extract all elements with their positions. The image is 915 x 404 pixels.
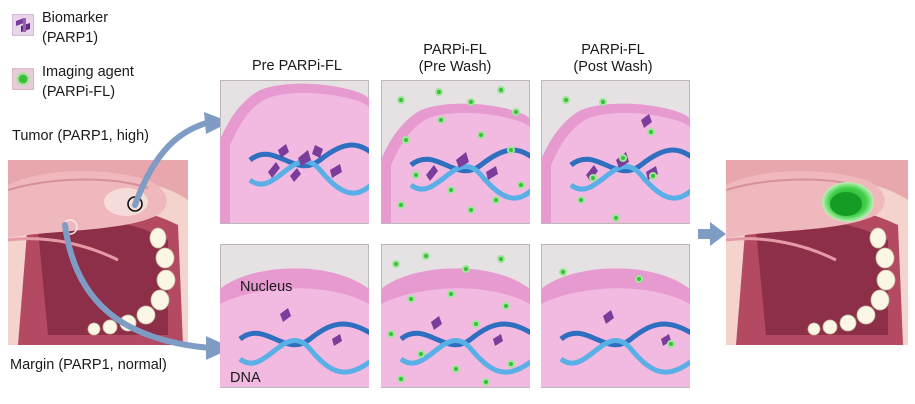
legend-imaging-sublabel: (PARPi-FL) — [42, 84, 116, 100]
panel-tumor-prewash — [381, 80, 530, 224]
column-header-pre: Pre PARPi-FL — [218, 58, 376, 75]
legend: Biomarker (PARP1) Imaging agent (PARPi-F… — [8, 6, 188, 100]
imaging-agent-icon — [12, 68, 34, 90]
panel-margin-pre: Nucleus DNA — [220, 244, 369, 388]
biomarker-icon — [12, 14, 34, 36]
right-arrow-icon — [698, 222, 726, 246]
panel-margin-prewash — [381, 244, 530, 388]
tumor-label: Tumor (PARP1, high) — [12, 128, 149, 144]
column-header-pre-line1: Pre PARPi-FL — [252, 58, 342, 74]
margin-label: Margin (PARP1, normal) — [10, 357, 167, 373]
mouth-illustration-before — [8, 160, 188, 345]
legend-imaging-label: Imaging agent — [42, 64, 134, 80]
column-header-postwash-line1: PARPi-FL — [581, 42, 645, 58]
panel-tumor-pre — [220, 80, 369, 224]
column-header-prewash-line1: PARPi-FL — [423, 42, 487, 58]
column-header-prewash-line2: (Pre Wash) — [418, 59, 492, 75]
nucleus-label: Nucleus — [240, 279, 293, 295]
mouth-illustration-after — [726, 160, 908, 345]
dna-label: DNA — [230, 370, 261, 386]
legend-biomarker-sublabel: (PARP1) — [42, 30, 99, 46]
legend-biomarker-label: Biomarker — [42, 10, 109, 26]
curved-arrows — [60, 100, 260, 370]
column-header-postwash-line2: (Post Wash) — [573, 59, 653, 75]
panel-margin-postwash — [541, 244, 690, 388]
panel-tumor-postwash — [541, 80, 690, 224]
column-header-prewash: PARPi-FL (Pre Wash) — [378, 42, 532, 76]
column-header-postwash: PARPi-FL (Post Wash) — [536, 42, 690, 76]
